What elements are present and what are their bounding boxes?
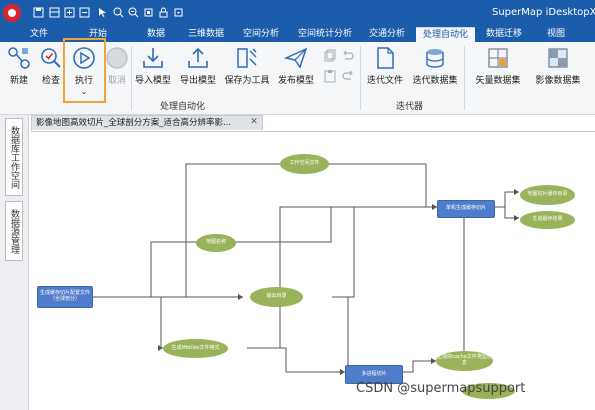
tab-spatial-statistics[interactable]: 空间统计分析 bbox=[297, 29, 352, 39]
check-label: 检查 bbox=[41, 76, 60, 86]
new-button[interactable]: 新建 bbox=[4, 45, 34, 100]
import-model-button[interactable]: 导入模型 bbox=[133, 45, 173, 100]
close-icon[interactable]: ✕ bbox=[250, 117, 258, 127]
datasource-manager-tab[interactable]: 数据源管理 bbox=[5, 201, 23, 261]
chevron-down-icon: ⌄ bbox=[80, 87, 88, 96]
ribbon-tab-bar: 文件 开始 数据 三维数据 空间分析 空间统计分析 交通分析 处理自动化 数据迁… bbox=[0, 27, 595, 42]
map-name-node[interactable]: 地图名称 bbox=[196, 234, 236, 252]
tab-view[interactable]: 视图 bbox=[546, 29, 565, 39]
export-model-button[interactable]: 导出模型 bbox=[177, 45, 219, 100]
add-icon[interactable] bbox=[64, 7, 75, 18]
output-dir-node[interactable]: 输出目录 bbox=[250, 287, 303, 307]
save-as-tool-label: 保存为工具 bbox=[224, 76, 270, 86]
publish-model-label: 发布模型 bbox=[277, 76, 314, 86]
play-icon bbox=[73, 47, 95, 69]
check-icon bbox=[41, 48, 61, 68]
model-input-node[interactable]: 生成缓存切片配置文件（全球剖分） bbox=[37, 286, 93, 308]
dataset-iterator-icon bbox=[426, 49, 444, 68]
dropdown-icon[interactable] bbox=[173, 7, 184, 18]
partial-node[interactable] bbox=[462, 383, 515, 399]
cache-result-node[interactable]: 生成缓存结果 bbox=[520, 211, 575, 229]
paper-plane-icon bbox=[283, 47, 308, 69]
connector-lines bbox=[91, 161, 519, 375]
vector-dataset-button[interactable]: 矢量数据集 bbox=[470, 45, 526, 100]
vector-dataset-icon bbox=[488, 48, 508, 68]
tab-3d-data[interactable]: 三维数据 bbox=[187, 29, 224, 39]
cache-type-node[interactable]: 生成的cache文件类型信息 bbox=[436, 351, 493, 371]
tab-spatial-analysis[interactable]: 空间分析 bbox=[242, 29, 279, 39]
lock-icon[interactable] bbox=[158, 7, 169, 18]
export-icon bbox=[188, 47, 208, 68]
import-icon bbox=[143, 48, 163, 68]
tab-automation[interactable]: 处理自动化 bbox=[416, 27, 475, 42]
publish-model-button[interactable]: 发布模型 bbox=[275, 45, 317, 100]
generate-cache-node[interactable]: 单机生成缓存切片 bbox=[437, 200, 495, 218]
iterate-dataset-button[interactable]: 迭代数据集 bbox=[409, 45, 461, 100]
multi-process-node[interactable]: 多进程切片 bbox=[345, 365, 403, 384]
group-separator bbox=[360, 46, 361, 110]
image-dataset-button[interactable]: 影像数据集 bbox=[530, 45, 586, 100]
ribbon-panel: 新建 检查 执行 ⌄ 取消 导入模型 导出模型 保存为工具 发布模型 迭代文件 … bbox=[0, 42, 595, 115]
group-separator bbox=[464, 46, 465, 110]
workspace-icon[interactable] bbox=[49, 7, 60, 18]
save-icon[interactable] bbox=[33, 7, 44, 18]
app-title: SuperMap iDesktopX bbox=[492, 7, 595, 18]
run-label: 执行 bbox=[74, 76, 93, 86]
delete-icon[interactable] bbox=[79, 7, 90, 18]
undo-icon[interactable] bbox=[341, 49, 355, 63]
tab-data-migration[interactable]: 数据迁移 bbox=[485, 29, 522, 39]
group-label-iterator: 迭代器 bbox=[396, 102, 424, 112]
copy-icon[interactable] bbox=[323, 49, 337, 63]
tab-home[interactable]: 开始 bbox=[88, 29, 107, 39]
pointer-icon[interactable] bbox=[97, 7, 108, 18]
run-button[interactable]: 执行 ⌄ bbox=[67, 45, 101, 100]
tab-data[interactable]: 数据 bbox=[146, 29, 165, 39]
cache-dir-node[interactable]: 地图切片缓存目录 bbox=[520, 185, 575, 205]
iterate-file-label: 迭代文件 bbox=[366, 76, 403, 86]
group-separator bbox=[131, 46, 132, 110]
file-iterator-icon bbox=[377, 47, 394, 69]
cancel-label: 取消 bbox=[107, 76, 126, 86]
workspace-manager-tab[interactable]: 数据库工作空间 bbox=[5, 118, 23, 196]
image-dataset-icon bbox=[548, 48, 568, 68]
cancel-button[interactable]: 取消 bbox=[103, 45, 131, 100]
import-model-label: 导入模型 bbox=[134, 76, 171, 86]
redo-icon[interactable] bbox=[341, 69, 355, 83]
tab-traffic-analysis[interactable]: 交通分析 bbox=[368, 29, 405, 39]
model-canvas[interactable]: 生成缓存切片配置文件（全球剖分） 工作空间文件 地图名称 输出目录 生成Mbti… bbox=[31, 131, 595, 410]
save-as-tool-button[interactable]: 保存为工具 bbox=[222, 45, 272, 100]
tool-icon bbox=[237, 48, 257, 68]
tile-format-node[interactable]: 生成Mbtiles文件格式 bbox=[163, 339, 228, 358]
check-button[interactable]: 检查 bbox=[36, 45, 66, 100]
export-model-label: 导出模型 bbox=[179, 76, 216, 86]
title-bar: SuperMap iDesktopX bbox=[0, 0, 595, 27]
app-logo-icon bbox=[3, 4, 21, 22]
new-label: 新建 bbox=[9, 76, 28, 86]
tab-file[interactable]: 文件 bbox=[29, 29, 48, 39]
new-model-icon bbox=[8, 47, 30, 69]
group-label-automation: 处理自动化 bbox=[160, 102, 206, 112]
iterate-file-button[interactable]: 迭代文件 bbox=[364, 45, 406, 100]
full-extent-icon[interactable] bbox=[143, 7, 154, 18]
cancel-icon bbox=[106, 47, 128, 69]
workspace-file-node[interactable]: 工作空间文件 bbox=[280, 154, 329, 174]
run-button-highlight bbox=[63, 38, 106, 103]
zoom-out-icon[interactable] bbox=[128, 7, 139, 18]
iterate-dataset-label: 迭代数据集 bbox=[412, 76, 458, 86]
zoom-in-icon[interactable] bbox=[113, 7, 124, 18]
image-dataset-label: 影像数据集 bbox=[535, 76, 581, 86]
left-dock: 数据库工作空间 数据源管理 bbox=[0, 115, 29, 410]
vector-dataset-label: 矢量数据集 bbox=[475, 76, 521, 86]
watermark: CSDN @supermapsupport bbox=[356, 381, 526, 396]
document-tab[interactable]: 影像地图高效切片_全球剖分方案_适合高分辨率影... bbox=[31, 115, 263, 130]
paste-icon[interactable] bbox=[323, 69, 337, 83]
